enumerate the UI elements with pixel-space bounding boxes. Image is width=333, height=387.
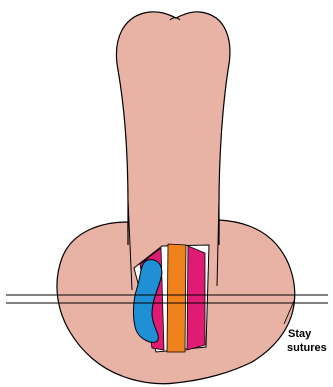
stay-label-line1: Stay <box>288 328 312 340</box>
shaft-shape <box>116 12 229 245</box>
magenta-stripe-right <box>187 246 205 350</box>
orange-stripe <box>167 244 186 352</box>
stay-label-line2: sutures <box>287 342 327 354</box>
